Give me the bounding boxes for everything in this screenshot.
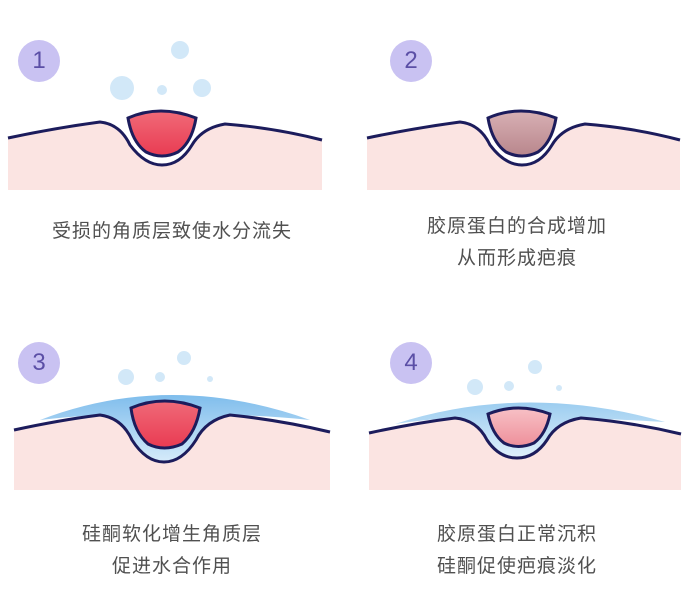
bubble: [207, 376, 213, 382]
skin-layer: [8, 122, 322, 190]
bubble: [177, 351, 191, 365]
bubble: [556, 385, 562, 391]
step-1-panel: 1 受损的角质层致使水分流失: [0, 0, 344, 290]
caption-line: 胶原蛋白的合成增加: [426, 215, 607, 237]
bubble: [118, 369, 134, 385]
wound: [126, 109, 198, 158]
bubble: [193, 79, 211, 97]
skin-layer: [14, 415, 330, 490]
step-3-badge: 3: [18, 342, 60, 384]
caption-line: 从而形成疤痕: [456, 247, 577, 269]
bubble: [528, 360, 542, 374]
caption-line: 受损的角质层致使水分流失: [51, 220, 292, 242]
caption-line: 硅酮促使疤痕淡化: [436, 555, 597, 577]
skin-outline: [7, 120, 323, 167]
step-3-illustration: [13, 351, 331, 490]
step-3-panel: 3 硅酮软化增生角质层 促进水合作用: [0, 300, 344, 590]
caption-line: 硅酮软化增生角质层: [81, 523, 262, 545]
skin-outline: [368, 416, 682, 460]
step-2-caption: 胶原蛋白的合成增加 从而形成疤痕: [345, 210, 689, 274]
step-1-badge: 1: [18, 40, 60, 82]
step-2-badge: 2: [390, 40, 432, 82]
step-2-illustration: [366, 109, 681, 190]
step-2-panel: 2 胶原蛋白的合成增加 从而形成疤痕: [345, 0, 689, 290]
step-4-caption: 胶原蛋白正常沉积 硅酮促使疤痕淡化: [345, 518, 689, 582]
step-4-illustration: [368, 360, 682, 490]
bubble: [171, 41, 189, 59]
bubble: [157, 85, 167, 95]
step-1-caption: 受损的角质层致使水分流失: [0, 215, 344, 247]
bubble: [504, 381, 514, 391]
step-4-badge: 4: [390, 342, 432, 384]
caption-line: 促进水合作用: [111, 555, 232, 577]
wound: [129, 399, 202, 450]
skin-layer: [369, 418, 681, 490]
skin-layer: [367, 122, 680, 190]
bubble: [467, 379, 483, 395]
skin-outline: [13, 413, 331, 464]
healed-tissue: [486, 406, 552, 448]
step-3-caption: 硅酮软化增生角质层 促进水合作用: [0, 518, 344, 582]
skin-outline: [366, 120, 681, 167]
step-1-illustration: [7, 41, 323, 190]
step-4-panel: 4 胶原蛋白正常沉积 硅酮促使疤痕淡化: [345, 300, 689, 590]
scar: [486, 109, 558, 158]
bubble: [155, 372, 165, 382]
bubble: [110, 76, 134, 100]
caption-line: 胶原蛋白正常沉积: [436, 523, 597, 545]
